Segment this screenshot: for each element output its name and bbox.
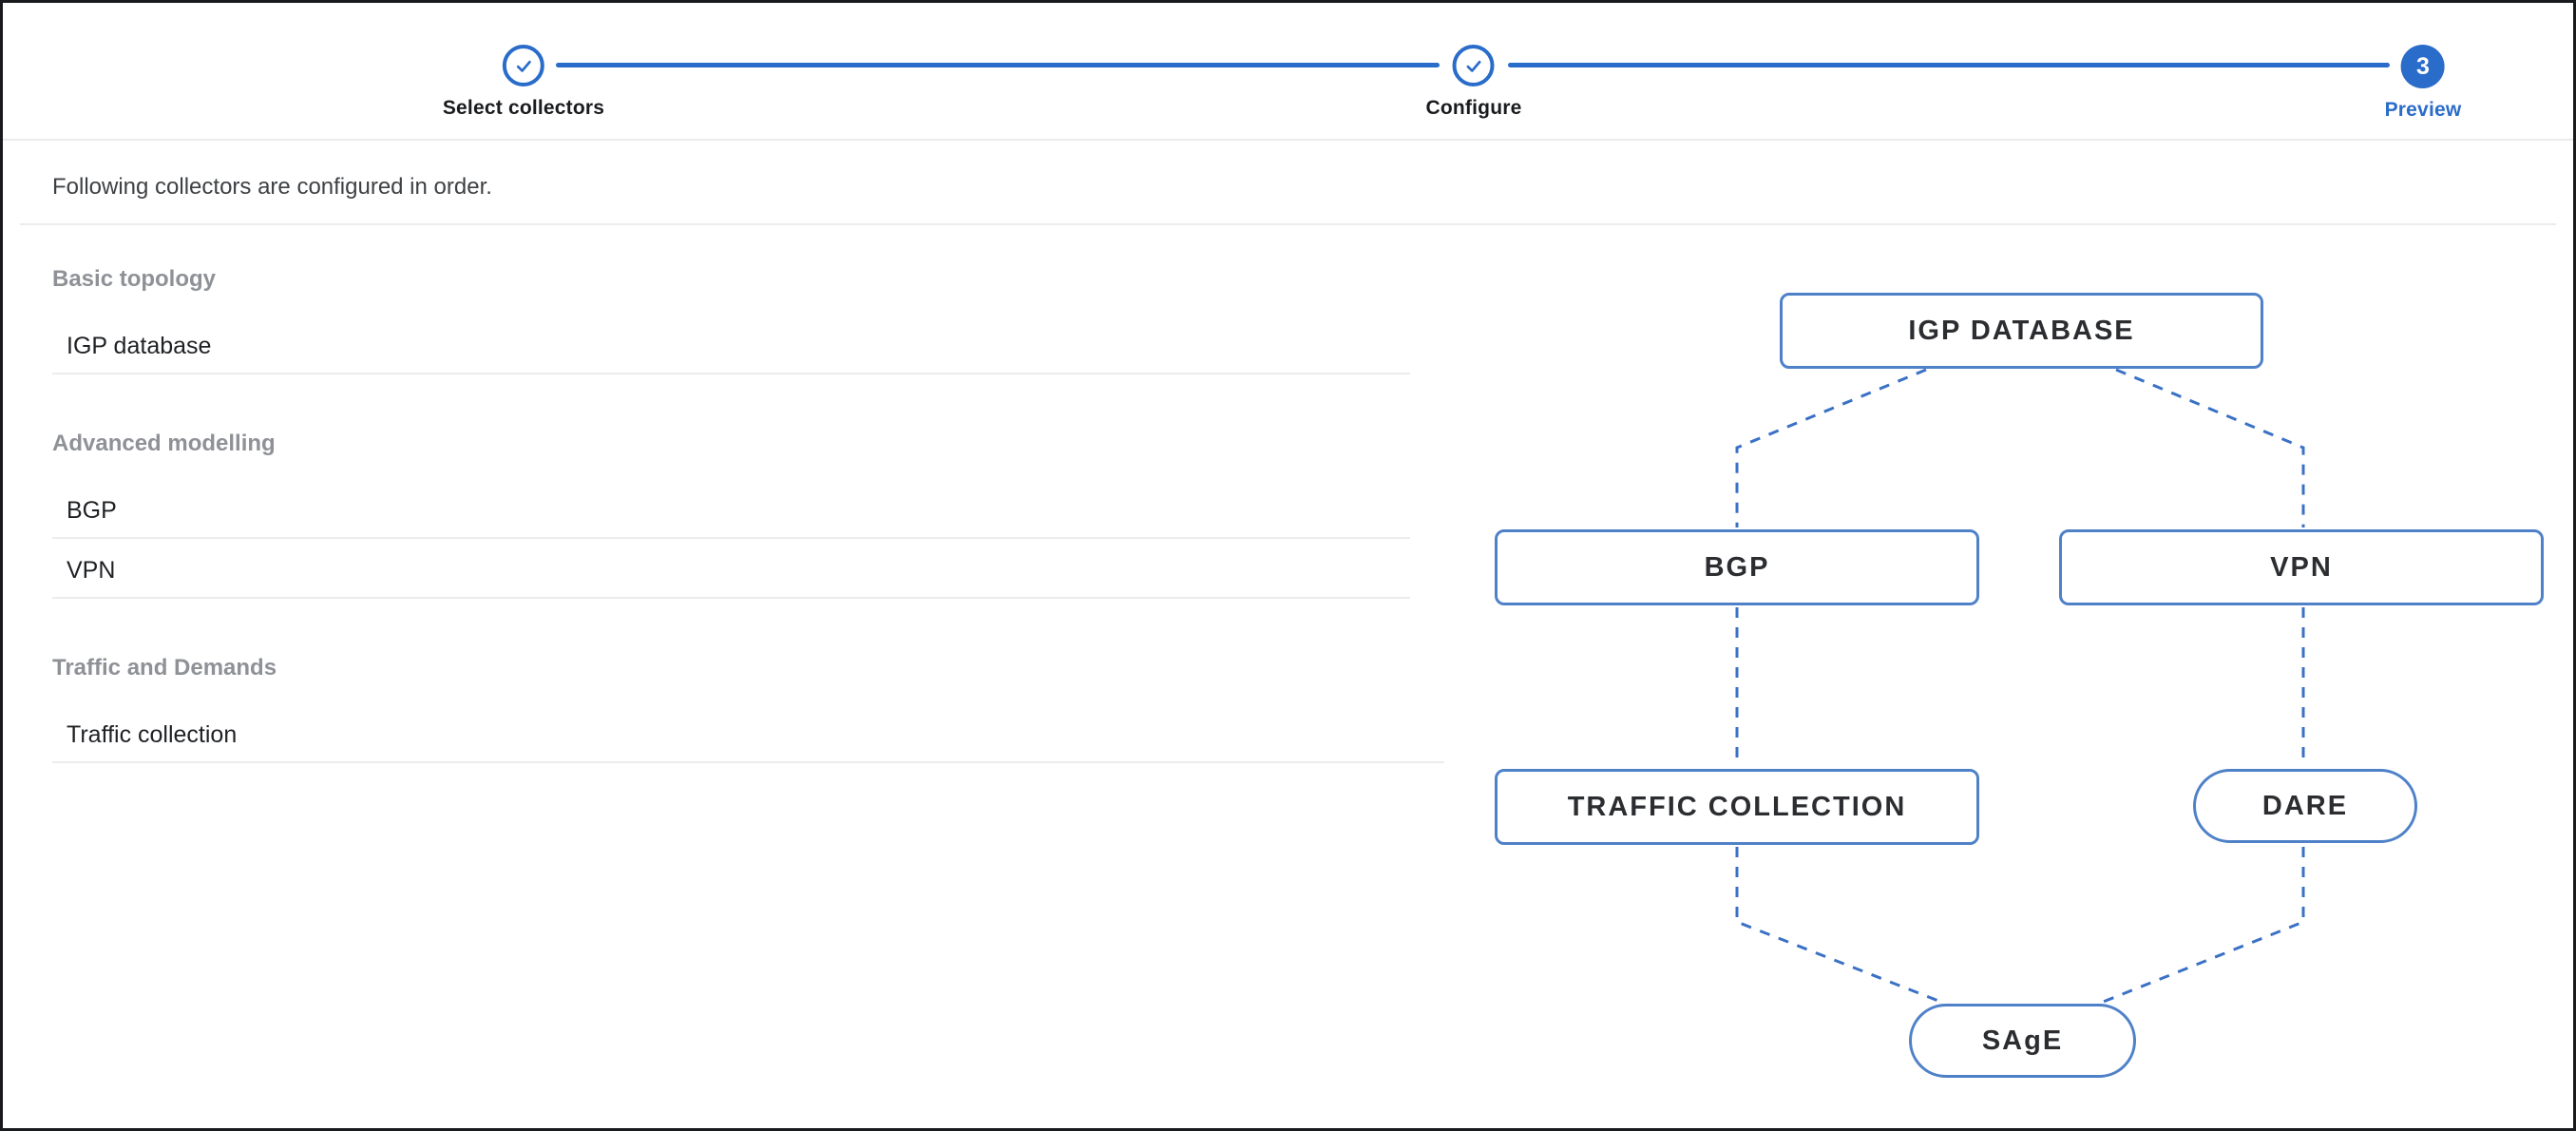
collector-item: BGP: [52, 479, 1410, 539]
step-label-select-collectors: Select collectors: [442, 97, 605, 119]
step-label-preview: Preview: [2384, 99, 2462, 121]
section-header: Traffic and Demands: [52, 655, 277, 681]
section-header: Basic topology: [52, 266, 217, 292]
section-header: Advanced modelling: [52, 431, 276, 456]
step-select-collectors[interactable]: Select collectors: [443, 45, 604, 120]
step-done-check-icon[interactable]: [502, 45, 544, 86]
edge-dare-sage: [2100, 847, 2305, 1005]
edge-tc-sage: [1735, 847, 1944, 1005]
edge-igp-bgp: [1735, 368, 1927, 527]
stepper: Select collectors Configure 3 Preview: [3, 3, 2573, 139]
intro-divider: [20, 223, 2556, 225]
diagram-node-tc: TRAFFIC COLLECTION: [1495, 769, 1979, 845]
step-preview[interactable]: 3 Preview: [2385, 45, 2462, 122]
diagram-node-dare: DARE: [2193, 769, 2417, 843]
step-done-check-icon[interactable]: [1453, 45, 1495, 86]
step-label-configure: Configure: [1425, 97, 1522, 119]
diagram-node-sage: SAgE: [1909, 1004, 2136, 1078]
stepper-connector-1: [556, 63, 1440, 67]
collector-item: IGP database: [52, 315, 1410, 374]
stepper-connector-2: [1508, 63, 2390, 67]
collector-item: VPN: [52, 539, 1410, 599]
diagram-node-bgp: BGP: [1495, 529, 1979, 605]
intro-text: Following collectors are configured in o…: [52, 174, 492, 200]
step-configure[interactable]: Configure: [1426, 45, 1522, 120]
diagram-node-vpn: VPN: [2059, 529, 2544, 605]
step-number-badge[interactable]: 3: [2400, 45, 2445, 88]
diagram-node-igp: IGP DATABASE: [1780, 293, 2263, 369]
collector-item: Traffic collection: [52, 703, 1444, 763]
stepper-divider: [3, 139, 2573, 141]
edge-igp-vpn: [2115, 368, 2305, 527]
